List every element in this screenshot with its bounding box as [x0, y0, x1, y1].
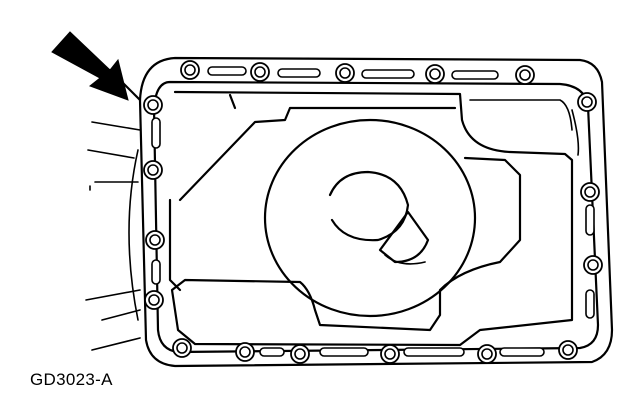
bolt-icon [380, 344, 400, 364]
bolt-icon [172, 338, 192, 358]
figure-code-label: GD3023-A [30, 370, 113, 389]
arrow-icon [51, 31, 142, 102]
pan-flange [138, 56, 614, 368]
bolt-icon [290, 344, 310, 364]
motion-lines [85, 121, 141, 351]
filter-dome [263, 118, 477, 318]
bolt-icon [580, 182, 600, 202]
bolt-icon [577, 92, 597, 112]
bolt-icon [558, 340, 578, 360]
bolt-icon [477, 344, 497, 364]
bolt-icon [145, 230, 165, 250]
bolt-icon [143, 160, 163, 180]
bolt-icon-group [143, 60, 603, 364]
bolt-icon [235, 342, 255, 362]
bolt-icon [425, 64, 445, 84]
bolt-icon [515, 65, 535, 85]
pan-body [168, 90, 580, 347]
bolt-icon [583, 255, 603, 275]
bolt-icon [250, 62, 270, 82]
bolt-icon [180, 60, 200, 80]
flange-slots [151, 66, 595, 357]
bolt-icon [144, 290, 164, 310]
bolt-icon [335, 63, 355, 83]
bolt-icon [143, 95, 163, 115]
